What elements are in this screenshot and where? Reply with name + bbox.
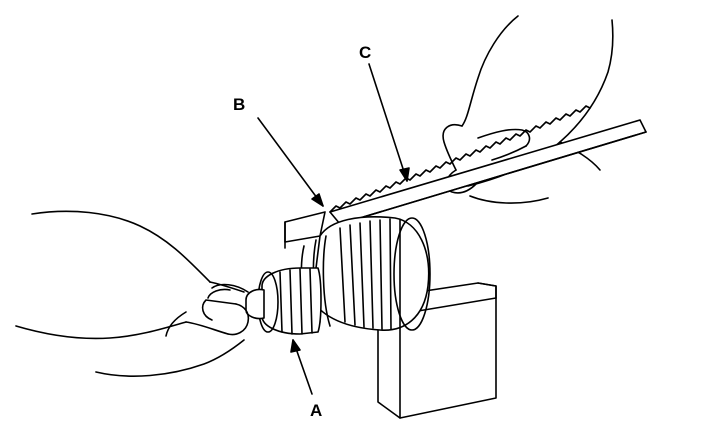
armature-commutator	[300, 216, 431, 331]
left-hand	[15, 210, 250, 377]
callout-b: B	[233, 95, 246, 114]
callout-a: A	[310, 401, 323, 420]
callout-c: C	[359, 43, 372, 62]
arrowhead-c	[399, 167, 410, 182]
leader-b	[257, 117, 324, 207]
arrowhead-a	[290, 339, 301, 353]
blade-teeth	[329, 105, 591, 213]
leader-lines	[257, 63, 410, 395]
armature-shaft	[245, 267, 322, 335]
leader-c	[368, 63, 408, 182]
hacksaw-blade	[329, 105, 647, 225]
arrowhead-b	[311, 193, 324, 207]
